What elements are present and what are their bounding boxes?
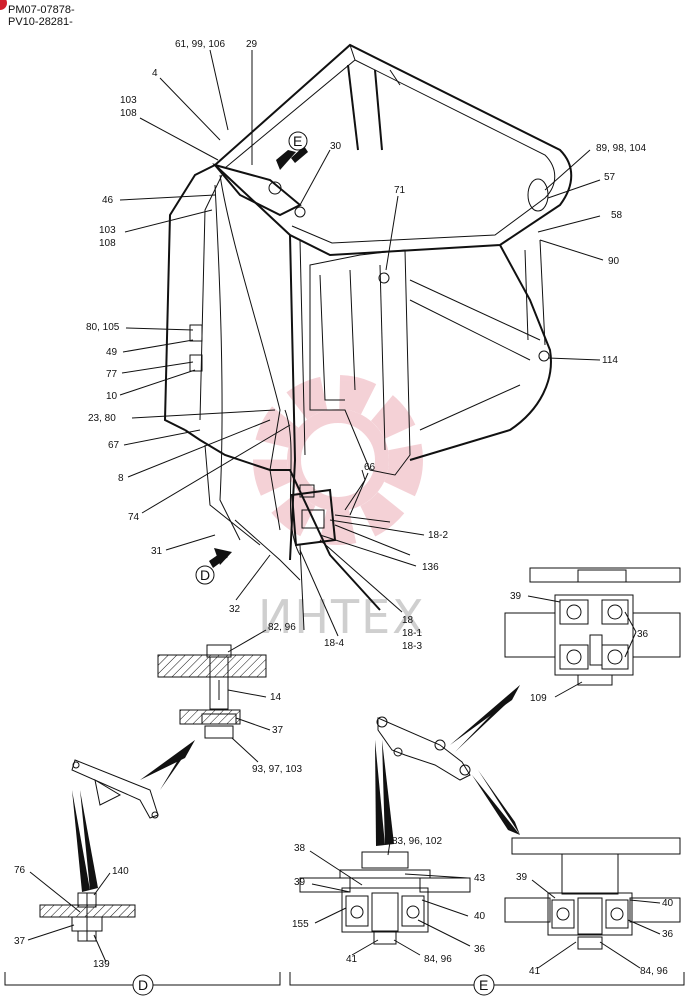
view-e-marker: E xyxy=(293,133,302,149)
callout-109: 109 xyxy=(530,693,547,704)
callout-77: 77 xyxy=(106,369,118,380)
callout-80-105: 80, 105 xyxy=(86,322,120,333)
callout-67: 67 xyxy=(108,440,120,451)
callout-18-4: 18-4 xyxy=(324,638,344,649)
callout-36-b: 36 xyxy=(474,944,486,955)
callout-10: 10 xyxy=(106,391,118,402)
callout-139: 139 xyxy=(93,959,110,970)
callout-46: 46 xyxy=(102,195,114,206)
callout-30: 30 xyxy=(330,141,342,152)
callout-49: 49 xyxy=(106,347,118,358)
callout-39-c: 39 xyxy=(516,872,528,883)
callout-29: 29 xyxy=(246,39,258,50)
view-e-label: E xyxy=(479,977,488,993)
callout-36-a: 36 xyxy=(637,629,649,640)
callout-31: 31 xyxy=(151,546,163,557)
callout-leaders xyxy=(119,49,604,637)
watermark-text: ИНТЕХ xyxy=(258,590,426,644)
callout-103-a: 103 xyxy=(120,95,137,106)
detail-d: 76 140 37 139 D xyxy=(4,740,281,996)
callout-32: 32 xyxy=(229,604,241,615)
bolt-detail: 82, 96 14 37 93, 97, 103 xyxy=(157,622,302,775)
callout-14: 14 xyxy=(270,692,282,703)
callout-76: 76 xyxy=(14,865,26,876)
callout-84-96-a: 84, 96 xyxy=(424,954,452,965)
callout-43: 43 xyxy=(474,873,486,884)
callout-71: 71 xyxy=(394,185,406,196)
callout-40-b: 40 xyxy=(662,898,674,909)
callout-41-b: 41 xyxy=(529,966,541,977)
callout-74: 74 xyxy=(128,512,140,523)
callout-23-80: 23, 80 xyxy=(88,413,116,424)
callout-82-96: 82, 96 xyxy=(268,622,296,633)
callout-labels: 61, 99, 106 29 4 103 108 30 46 103 108 7… xyxy=(86,39,646,652)
callout-103-b: 103 xyxy=(99,225,116,236)
callout-38: 38 xyxy=(294,843,306,854)
corner-marker-icon xyxy=(0,0,7,10)
callout-89-98-104: 89, 98, 104 xyxy=(596,143,646,154)
callout-4: 4 xyxy=(152,68,158,79)
callout-36-c: 36 xyxy=(662,929,674,940)
callout-39-b: 39 xyxy=(294,877,306,888)
callout-61-99-106: 61, 99, 106 xyxy=(175,39,225,50)
callout-40-a: 40 xyxy=(474,911,486,922)
view-d-arrow: D xyxy=(195,548,232,585)
callout-37-b: 37 xyxy=(14,936,26,947)
view-d-marker: D xyxy=(200,567,210,583)
callout-39-a: 39 xyxy=(510,591,522,602)
callout-155: 155 xyxy=(292,919,309,930)
callout-18-2: 18-2 xyxy=(428,530,448,541)
callout-114: 114 xyxy=(602,355,618,366)
callout-108-b: 108 xyxy=(99,238,116,249)
callout-93-97-103: 93, 97, 103 xyxy=(252,764,302,775)
callout-37-a: 37 xyxy=(272,725,284,736)
cab-frame xyxy=(163,43,573,611)
callout-90: 90 xyxy=(608,256,620,267)
serial-range-1: PM07-07878- xyxy=(8,4,75,16)
detail-e: 39 36 109 83, 96, 102 38 39 43 40 155 36… xyxy=(289,567,685,996)
callout-108-a: 108 xyxy=(120,108,137,119)
callout-18-3: 18-3 xyxy=(402,641,422,652)
callout-83-96-102: 83, 96, 102 xyxy=(392,836,442,847)
callout-18-1: 18-1 xyxy=(402,628,422,639)
view-d-label: D xyxy=(138,977,148,993)
callout-8: 8 xyxy=(118,473,124,484)
callout-66: 66 xyxy=(364,462,376,473)
callout-140: 140 xyxy=(112,866,129,877)
callout-41-a: 41 xyxy=(346,954,358,965)
view-e-arrow: E xyxy=(276,131,308,170)
callout-84-96-b: 84, 96 xyxy=(640,966,668,977)
callout-57: 57 xyxy=(604,172,616,183)
callout-58: 58 xyxy=(611,210,623,221)
callout-136: 136 xyxy=(422,562,439,573)
callout-18: 18 xyxy=(402,615,414,626)
serial-range-2: PV10-28281- xyxy=(8,16,73,28)
